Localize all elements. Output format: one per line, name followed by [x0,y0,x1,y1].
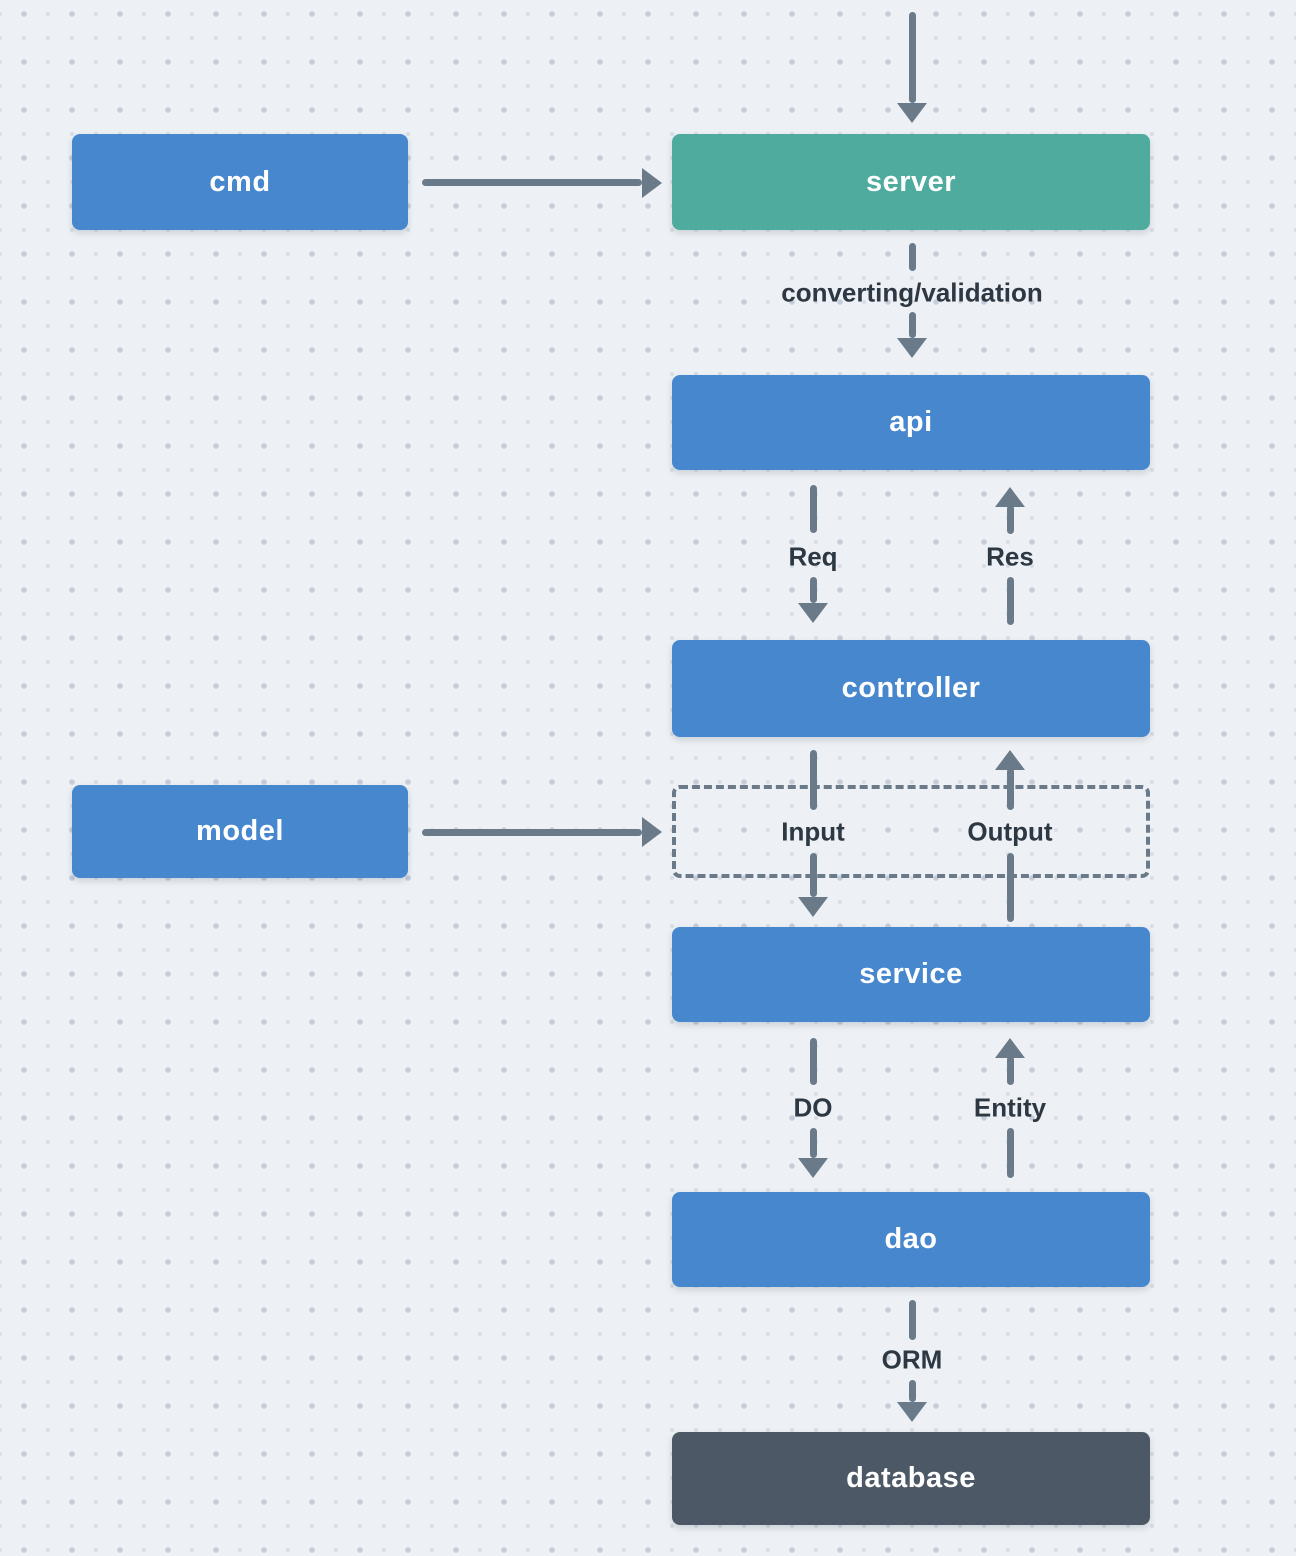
arrow-req-line-upper [810,485,817,533]
edge-label-entity: Entity [973,1092,1047,1123]
arrowhead-entity-icon [995,1038,1025,1058]
arrow-entity-line-lower [1007,1128,1014,1178]
arrow-cmd-to-server-line [422,179,642,186]
node-cmd: cmd [72,134,408,230]
node-controller: controller [672,640,1150,737]
node-api: api [672,375,1150,470]
input-output-dashed-box [672,785,1150,878]
node-dao: dao [672,1192,1150,1287]
arrow-entity-line-upper [1007,1056,1014,1085]
arrow-res-line-upper [1007,505,1014,534]
arrow-req-line-lower [810,577,817,603]
node-server: server [672,134,1150,230]
arrow-do-line-lower [810,1128,817,1158]
arrow-orm-line-upper [909,1300,916,1340]
edge-label-converting-validation: converting/validation [781,277,1043,308]
edge-label-output: Output [967,816,1053,847]
arrow-do-line-upper [810,1038,817,1085]
edge-label-do: DO [793,1092,833,1123]
node-service-label: service [859,958,963,990]
node-model: model [72,785,408,878]
node-server-label: server [865,165,957,198]
arrowhead-cmd-to-server-icon [642,168,662,198]
arrowhead-top-to-server-icon [897,103,927,123]
arrow-res-line-lower [1007,577,1014,625]
arrow-input-line-upper [810,750,817,810]
edge-label-req: Req [788,541,838,572]
arrowhead-output-icon [995,750,1025,770]
arrowhead-input-icon [798,897,828,917]
arrow-top-to-server-line [909,12,916,103]
node-service: service [672,927,1150,1022]
arrow-orm-line-lower [909,1380,916,1402]
arrowhead-orm-icon [897,1402,927,1422]
arrow-model-to-io-line [422,829,642,836]
arrow-server-to-api-line-lower [909,312,916,338]
arrow-server-to-api-line-upper [909,243,916,271]
edge-label-orm: ORM [881,1344,943,1375]
node-api-label: api [889,406,933,438]
edge-label-res: Res [986,541,1034,572]
node-controller-label: controller [841,672,981,704]
arrowhead-req-icon [798,603,828,623]
arrowhead-res-icon [995,487,1025,507]
arrowhead-model-to-io-icon [642,817,662,847]
node-model-label: model [196,815,284,847]
edge-label-input: Input [781,816,845,847]
arrowhead-do-icon [798,1158,828,1178]
node-cmd-label: cmd [209,165,271,198]
arrow-output-line-lower [1007,853,1014,922]
node-database-label: database [846,1462,976,1494]
arrow-input-line-lower [810,853,817,897]
arrowhead-server-to-api-icon [897,338,927,358]
node-database: database [672,1432,1150,1525]
node-dao-label: dao [884,1223,938,1255]
arrow-output-line-upper [1007,768,1014,810]
